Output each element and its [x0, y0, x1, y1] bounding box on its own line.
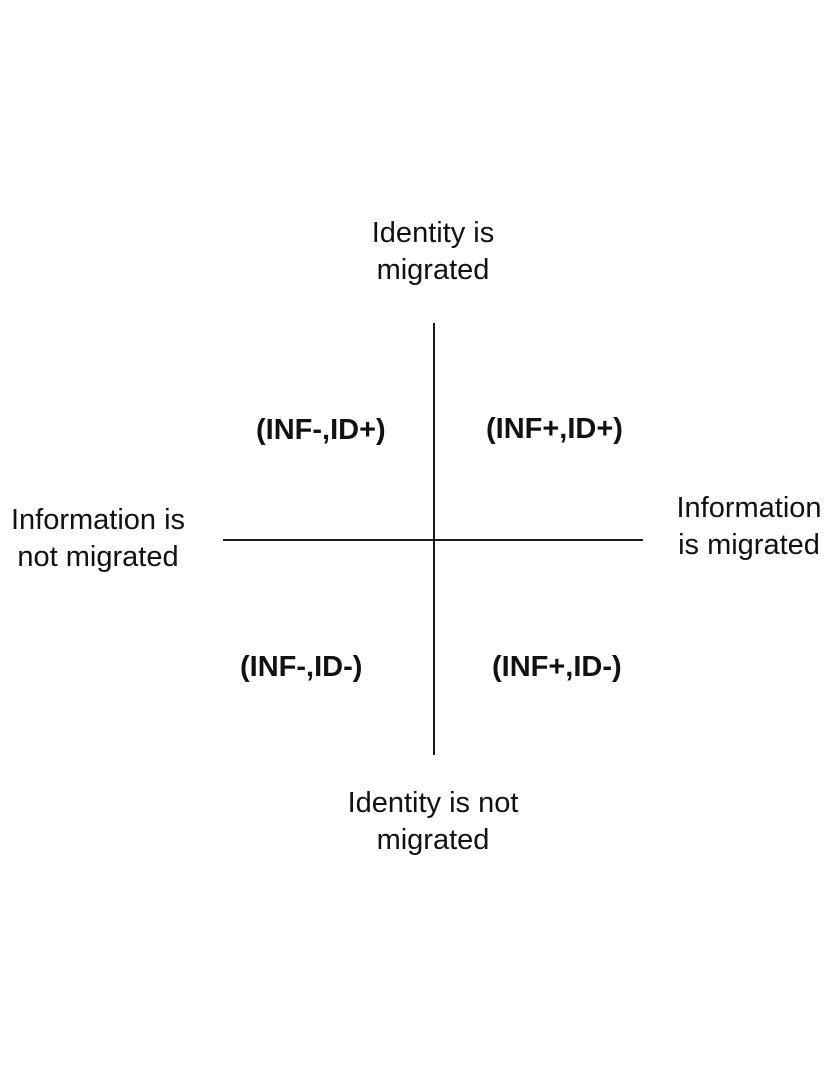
quadrant-bottom-left: (INF-,ID-) — [240, 651, 363, 683]
identity-not-migrated-label: Identity is not migrated — [347, 787, 519, 856]
information-migrated-label: Information is migrated — [676, 492, 822, 561]
identity-migrated-label: Identity is migrated — [371, 217, 495, 286]
quadrant-bottom-right: (INF+,ID-) — [492, 651, 622, 683]
quadrant-top-left: (INF-,ID+) — [256, 414, 386, 446]
horizontal-axis-line — [223, 539, 643, 541]
information-not-migrated-label: Information is not migrated — [10, 504, 186, 573]
quadrant-top-right: (INF+,ID+) — [486, 413, 623, 445]
